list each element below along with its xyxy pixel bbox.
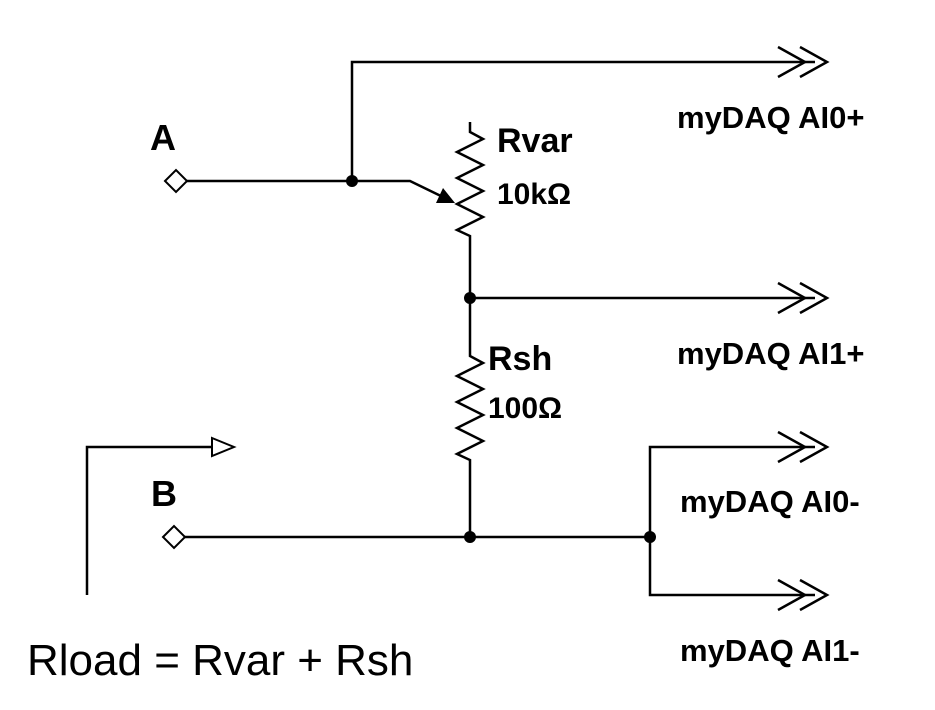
junction-dot-b-rsh xyxy=(464,531,476,543)
rsh-name: Rsh xyxy=(488,340,552,378)
load-pointer-arrowhead xyxy=(211,436,237,458)
rvar-name: Rvar xyxy=(497,122,573,160)
node-a-terminal xyxy=(163,168,189,194)
rsh-value: 100Ω xyxy=(488,392,562,425)
node-b-label: B xyxy=(151,473,177,514)
rvar-value: 10kΩ xyxy=(497,178,571,211)
connector-ai0-neg-icon xyxy=(777,430,830,464)
wire-to-ai0-pos xyxy=(350,60,815,181)
wire-to-ai1-neg xyxy=(648,537,815,597)
rvar-resistor xyxy=(454,122,486,298)
connector-ai0-pos-icon xyxy=(777,45,830,79)
node-a-label: A xyxy=(150,117,176,158)
label-ai1-pos: myDAQ AI1+ xyxy=(677,336,865,371)
connector-ai1-pos-icon xyxy=(777,281,830,315)
connector-ai1-neg-icon xyxy=(777,578,830,612)
wire-to-ai0-neg xyxy=(648,445,815,537)
label-ai0-neg: myDAQ AI0- xyxy=(680,484,860,519)
wiper-arrowhead xyxy=(436,188,455,203)
load-pointer-line xyxy=(85,445,212,595)
wire-junction-to-wiper xyxy=(352,179,446,200)
label-ai1-neg: myDAQ AI1- xyxy=(680,633,860,668)
load-equation: Rload = Rvar + Rsh xyxy=(27,636,413,685)
node-b-terminal xyxy=(161,524,187,550)
rsh-resistor xyxy=(454,298,486,536)
label-ai0-pos: myDAQ AI0+ xyxy=(677,100,865,135)
